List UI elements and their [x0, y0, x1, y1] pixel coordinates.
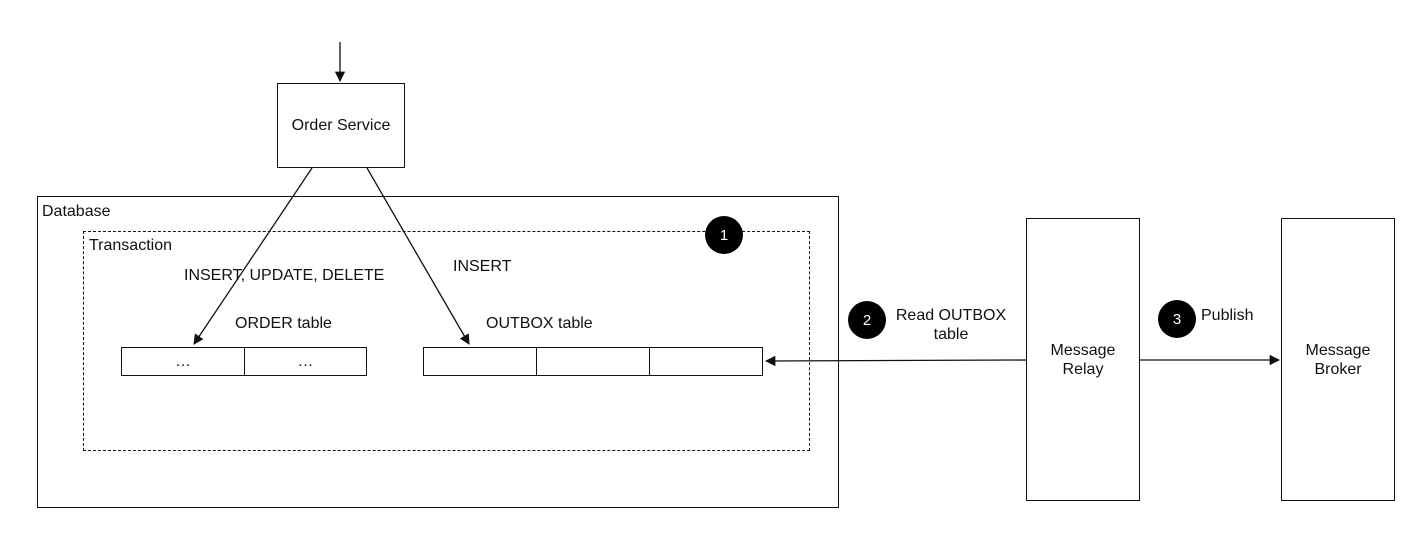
step-2-badge: 2 [848, 301, 886, 339]
message-broker-line2: Broker [1314, 360, 1362, 378]
message-relay-line2: Relay [1062, 360, 1104, 378]
order-table[interactable]: … … [121, 347, 367, 376]
transaction-boundary [83, 231, 810, 451]
order-service-box[interactable]: Order Service [277, 83, 405, 168]
step-3-badge: 3 [1158, 300, 1196, 338]
message-relay-box[interactable]: Message Relay [1026, 218, 1140, 501]
message-broker-box[interactable]: Message Broker [1281, 218, 1395, 501]
arrow-to-outbox-table [366, 167, 470, 345]
order-table-cell: … [297, 352, 314, 370]
transaction-label: Transaction [89, 237, 172, 254]
order-table-cell: … [122, 348, 245, 375]
edge-label-insert: INSERT [453, 258, 512, 275]
arrow-to-order-table [193, 167, 313, 345]
step-1-badge: 1 [705, 216, 743, 254]
read-outbox-label: Read OUTBOX table [885, 306, 1017, 344]
read-outbox-label-line2: table [933, 326, 969, 343]
outbox-table-cell [424, 348, 537, 375]
outbox-table-cell [537, 348, 650, 375]
message-relay-line1: Message [1050, 341, 1116, 359]
order-table-label: ORDER table [235, 315, 332, 332]
message-broker-line1: Message [1305, 341, 1371, 359]
arrow-relay-to-outbox [764, 355, 1027, 367]
order-service-label: Order Service [291, 116, 391, 134]
edge-label-insert-update-delete: INSERT, UPDATE, DELETE [184, 267, 385, 284]
database-label: Database [42, 203, 111, 220]
publish-label: Publish [1201, 307, 1254, 324]
outbox-table[interactable] [423, 347, 763, 376]
read-outbox-label-line1: Read OUTBOX [895, 307, 1007, 324]
outbox-table-label: OUTBOX table [486, 315, 593, 332]
